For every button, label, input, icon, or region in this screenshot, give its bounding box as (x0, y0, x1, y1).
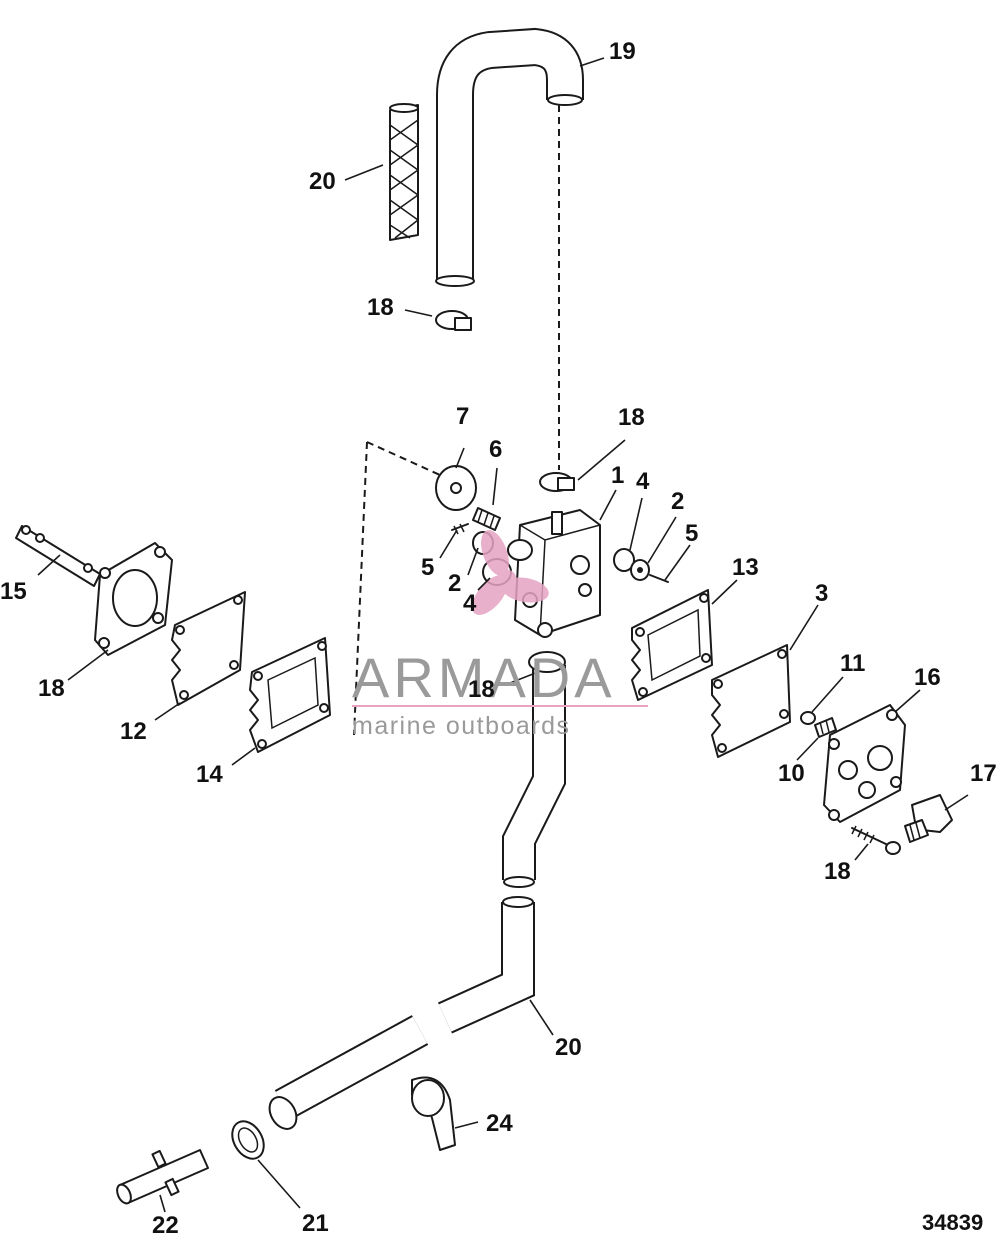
callout-21: 20 (555, 1034, 582, 1061)
figure-number: 34839 (922, 1210, 984, 1235)
watermark-tagline: marine outboards (352, 712, 571, 740)
check-valve-spring (472, 507, 501, 531)
callout-13: 15 (0, 578, 27, 605)
callout-4: 4 (636, 468, 650, 495)
tee-fitting (116, 1149, 209, 1205)
callout-22: 21 (302, 1210, 329, 1237)
callout-5: 5 (421, 554, 435, 581)
callout-16: 18 (824, 858, 851, 885)
gasket-right (631, 589, 713, 701)
diaphragm-right (711, 644, 791, 758)
callout-12: 14 (196, 761, 223, 788)
protective-sleeve (389, 103, 419, 241)
callout-14: 16 (914, 664, 941, 691)
check-valve-right (613, 548, 669, 583)
callout-6: 6 (489, 436, 503, 463)
callout-5: 5 (685, 520, 699, 547)
callout-19: 19 (609, 38, 636, 65)
elbow-fitting (904, 794, 953, 843)
callout-3: 3 (815, 580, 829, 607)
callout-20: 20 (309, 168, 336, 195)
leader-lines (37, 57, 969, 1213)
callout-17: 18 (38, 675, 65, 702)
fuel-hose-upper (435, 27, 584, 287)
callout-10: 12 (120, 718, 147, 745)
callout-11: 13 (732, 554, 759, 581)
hose-clamp-pump (539, 472, 575, 492)
callout-18: 18 (367, 294, 394, 321)
callout-23: 22 (152, 1212, 179, 1239)
pump-cover (823, 704, 906, 823)
callout-18: 18 (618, 404, 645, 431)
cover-seal (800, 711, 816, 725)
cover-screw (851, 825, 901, 855)
check-valve-retainer (435, 465, 477, 511)
callout-7: 7 (456, 403, 470, 430)
callout-2: 2 (448, 570, 462, 597)
callout-8: 10 (778, 760, 805, 787)
gasket-left (249, 637, 331, 753)
cover-spring (814, 717, 837, 738)
callout-18: 18 (468, 676, 495, 703)
watermark-logo (472, 530, 549, 615)
diaphragm-left (171, 591, 246, 706)
callout-9: 11 (840, 650, 866, 677)
hose-clamp-bottom (231, 1120, 265, 1160)
callout-15: 17 (970, 760, 997, 787)
fuel-pump-body (507, 509, 601, 638)
callout-2: 2 (671, 488, 685, 515)
fuel-hose-lower (268, 659, 566, 1130)
watermark-brand: ARMADA (352, 646, 616, 709)
callout-4: 4 (463, 590, 477, 617)
hose-clamp-lower (528, 651, 566, 673)
hose-clamp-top (435, 310, 472, 331)
assembly-routing-line (353, 441, 441, 736)
pump-base (94, 542, 173, 656)
hose-retainer-clip (411, 1076, 456, 1151)
callout-1: 1 (611, 462, 625, 489)
callout-24: 24 (486, 1110, 513, 1137)
